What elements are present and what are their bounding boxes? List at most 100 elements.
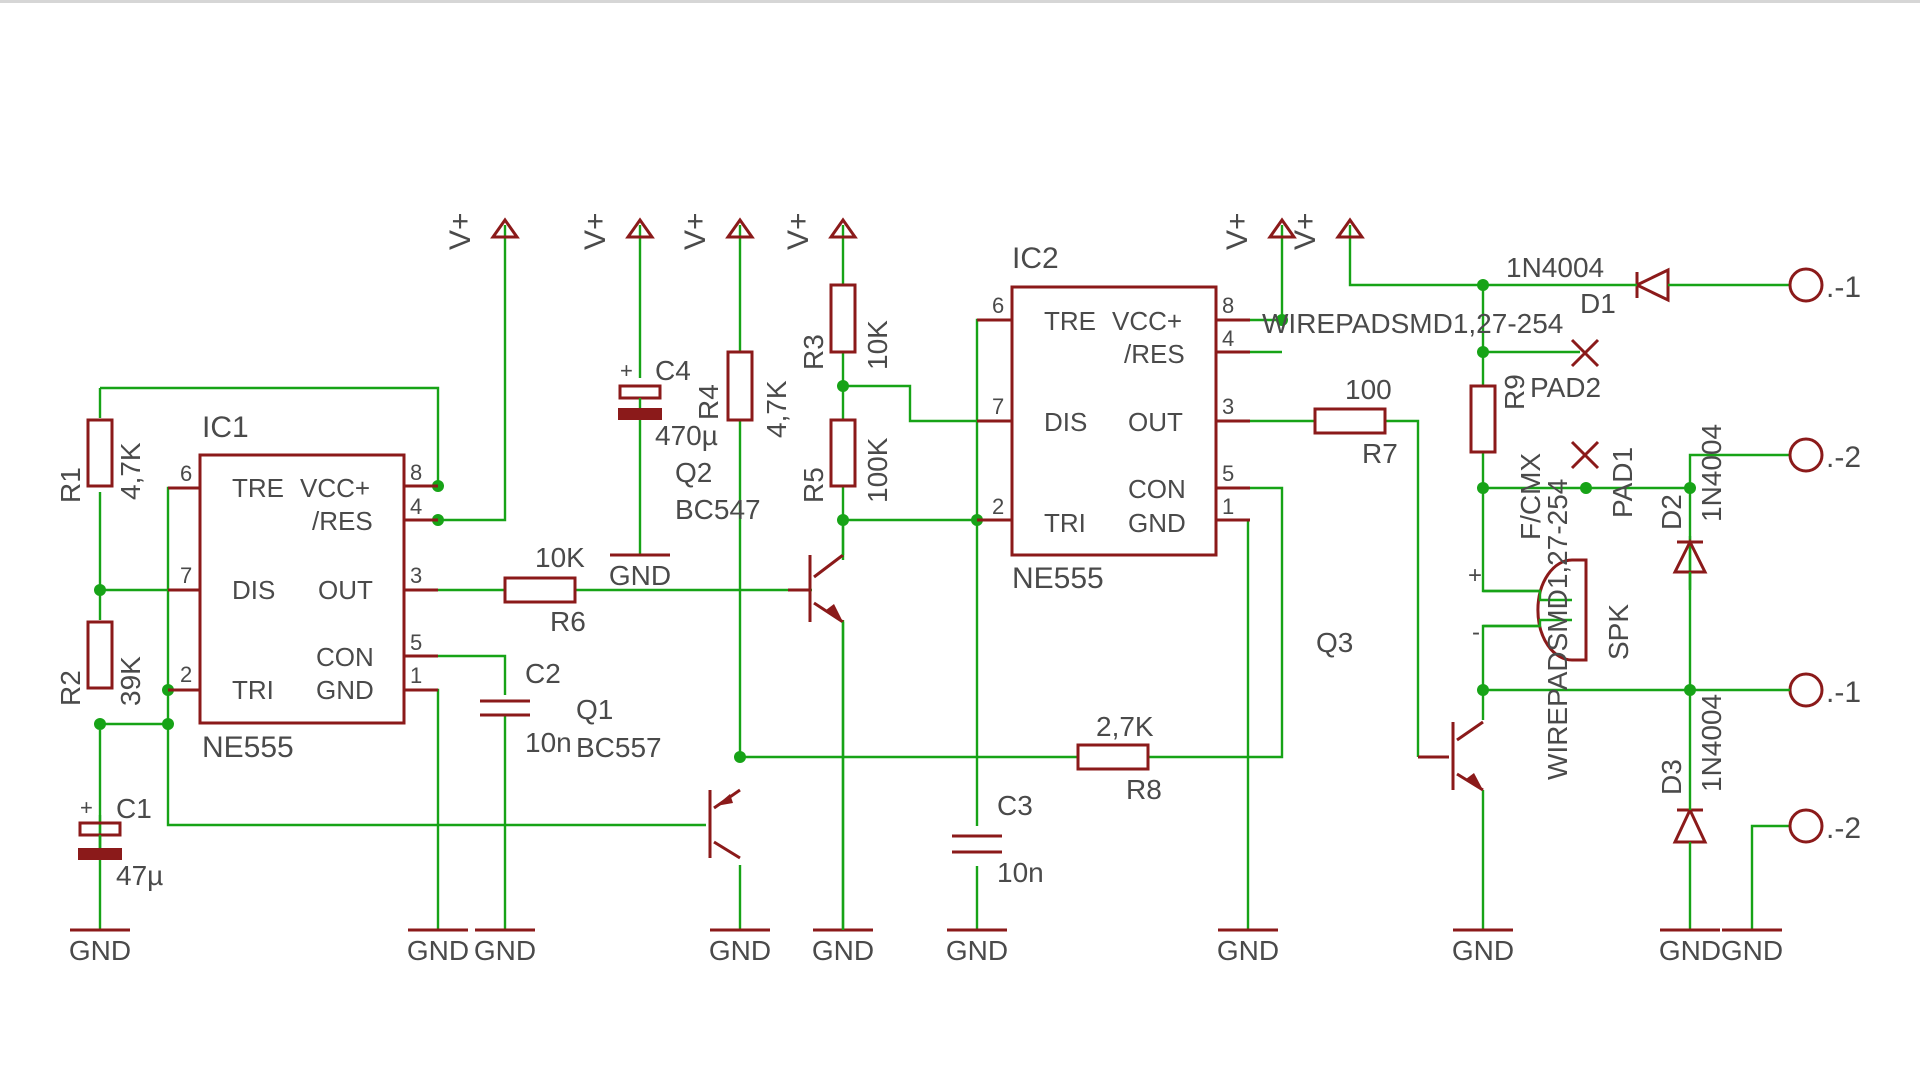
capacitor-c2: C2 10n: [480, 658, 572, 758]
gnd-symbol: GND: [69, 928, 131, 966]
diode-d1: 1N4004 D1: [1506, 252, 1700, 319]
svg-text:D3: D3: [1656, 759, 1687, 795]
svg-text:47µ: 47µ: [116, 860, 163, 891]
svg-text:6: 6: [992, 293, 1004, 318]
svg-text:V+: V+: [579, 212, 612, 250]
svg-text:GND: GND: [316, 675, 374, 705]
vplus-symbol: V+: [1289, 212, 1365, 250]
svg-text:C2: C2: [525, 658, 561, 689]
svg-text:R1: R1: [55, 467, 86, 503]
svg-text:4,7K: 4,7K: [761, 380, 792, 438]
resistor-r9: R9 F/CMX: [1469, 374, 1546, 540]
ic1-value: NE555: [202, 731, 294, 764]
gnd-symbol: GND: [609, 553, 671, 591]
resistor-r2: R2 39K: [55, 620, 146, 706]
diode-d2: D2 1N4004: [1656, 424, 1727, 590]
svg-text:6: 6: [180, 461, 192, 486]
top-border: [0, 0, 1920, 3]
gnd-symbol: GND: [812, 928, 874, 966]
junction: [1477, 684, 1489, 696]
svg-text:GND: GND: [1659, 935, 1721, 966]
svg-text:TRI: TRI: [1044, 508, 1086, 538]
svg-text:2,7K: 2,7K: [1096, 711, 1154, 742]
svg-text:Q1: Q1: [576, 694, 613, 725]
svg-text:C3: C3: [997, 790, 1033, 821]
svg-text:GND: GND: [69, 935, 131, 966]
svg-text:1N4004: 1N4004: [1696, 694, 1727, 792]
pad1: PAD1 WIREPADSMD1,27-254: [1542, 440, 1638, 780]
junction: [734, 751, 746, 763]
svg-text:WIREPADSMD1,27-254: WIREPADSMD1,27-254: [1542, 479, 1573, 780]
svg-text:R9: R9: [1499, 374, 1530, 410]
svg-text:TRE: TRE: [232, 473, 284, 503]
gnd-symbol: GND: [1721, 928, 1783, 966]
connector-2[interactable]: .-2: [1788, 437, 1861, 474]
svg-text:7: 7: [992, 394, 1004, 419]
capacitor-c1: + C1 47µ: [78, 793, 163, 891]
svg-text:DIS: DIS: [232, 575, 275, 605]
svg-text:R2: R2: [55, 670, 86, 706]
svg-text:+: +: [80, 795, 93, 820]
gnd-symbol: GND: [709, 928, 771, 966]
junction: [1477, 346, 1489, 358]
resistor-r6: 10K R6: [503, 542, 586, 637]
svg-text:4,7K: 4,7K: [115, 442, 146, 500]
svg-text:1N4004: 1N4004: [1506, 252, 1604, 283]
svg-text:V+: V+: [679, 212, 712, 250]
svg-text:GND: GND: [474, 935, 536, 966]
vplus-symbol: V+: [579, 212, 655, 250]
svg-text:GND: GND: [407, 935, 469, 966]
svg-text:/RES: /RES: [1124, 339, 1185, 369]
svg-text:DIS: DIS: [1044, 407, 1087, 437]
svg-text:PAD1: PAD1: [1607, 447, 1638, 518]
svg-text:R8: R8: [1126, 774, 1162, 805]
svg-text:D2: D2: [1656, 494, 1687, 530]
junction: [162, 718, 174, 730]
svg-text:-: -: [1472, 619, 1480, 646]
connector-3[interactable]: .-1: [1690, 672, 1861, 709]
junction: [1276, 314, 1288, 326]
ic2-name: IC2: [1012, 242, 1059, 275]
speaker-spk: + - SPK: [1468, 558, 1634, 662]
gnd-symbol: GND: [474, 928, 536, 966]
svg-text:GND: GND: [1452, 935, 1514, 966]
svg-text:BC557: BC557: [576, 732, 662, 763]
svg-text:GND: GND: [1721, 935, 1783, 966]
svg-text:10K: 10K: [862, 320, 893, 370]
svg-text:R6: R6: [550, 606, 586, 637]
transistor-q2: Q2 BC547: [675, 457, 845, 930]
svg-text:F/CMX: F/CMX: [1515, 453, 1546, 540]
svg-text:7: 7: [180, 563, 192, 588]
transistor-q3: Q3: [1316, 627, 1484, 792]
diode-d3: D3 1N4004: [1656, 694, 1727, 860]
svg-text:GND: GND: [709, 935, 771, 966]
gnd-symbol: GND: [1217, 928, 1279, 966]
svg-text:GND: GND: [1128, 508, 1186, 538]
vplus-symbol: V+: [782, 212, 858, 250]
svg-text:3: 3: [1222, 394, 1234, 419]
connector-4[interactable]: .-2: [1788, 808, 1861, 845]
resistor-r3: R3 10K: [798, 283, 893, 370]
connector-1[interactable]: .-1: [1788, 267, 1861, 304]
gnd-symbol: GND: [1659, 928, 1721, 966]
junction: [837, 380, 849, 392]
svg-text:WIREPADSMD1,27-254: WIREPADSMD1,27-254: [1262, 308, 1563, 339]
capacitor-c3: C3 10n: [952, 790, 1044, 888]
svg-text:R3: R3: [798, 334, 829, 370]
junction: [1684, 482, 1696, 494]
ic2-ne555: IC2 NE555 TRE VCC+ /RES DIS OUT CON TRI …: [977, 242, 1250, 595]
svg-text:/RES: /RES: [312, 506, 373, 536]
capacitor-c4: + C4 470µ: [618, 355, 718, 451]
svg-text:4: 4: [410, 494, 422, 519]
svg-text:V+: V+: [1289, 212, 1322, 250]
svg-text:VCC+: VCC+: [1112, 306, 1182, 336]
svg-text:Q3: Q3: [1316, 627, 1353, 658]
ic1-ne555: IC1 NE555 TRE VCC+ /RES DIS OUT CON TRI …: [168, 411, 438, 764]
svg-text:10K: 10K: [535, 542, 585, 573]
svg-text:TRI: TRI: [232, 675, 274, 705]
svg-text:GND: GND: [812, 935, 874, 966]
vplus-symbol: V+: [444, 212, 520, 250]
vplus-symbol: V+: [1221, 212, 1297, 250]
supply-symbols: V+ V+ V+ V+ V+ V+: [444, 212, 1365, 250]
